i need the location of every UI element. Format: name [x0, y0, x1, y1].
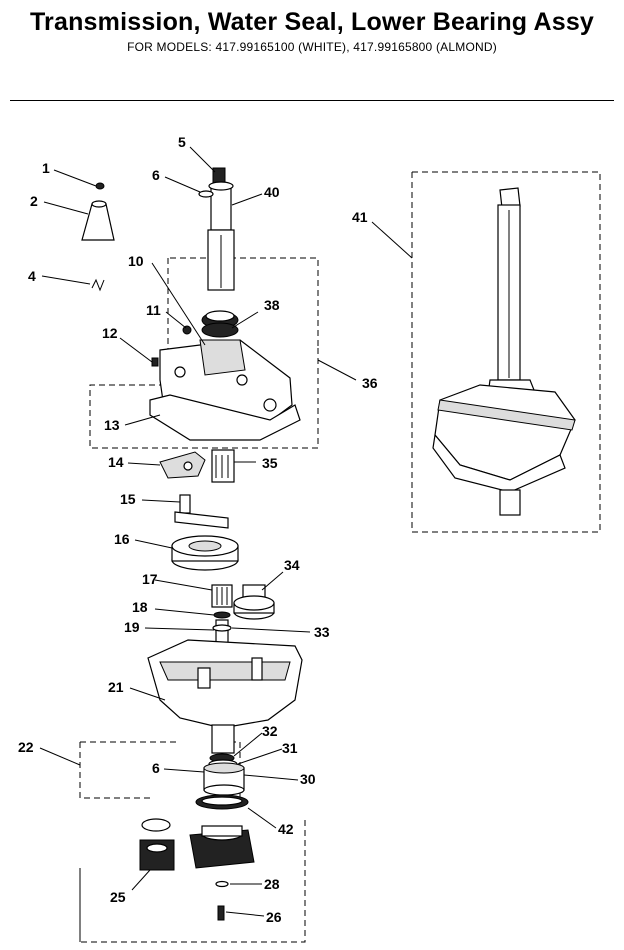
seal-part-38 — [201, 310, 239, 338]
bearing-part-25 — [139, 818, 175, 871]
label-part-38: 38 — [264, 297, 280, 313]
leader-lines — [39, 146, 413, 917]
pinion-part-35 — [211, 449, 235, 483]
label-part-22: 22 — [18, 739, 34, 755]
part-labels: 1 2 4 5 6 40 41 10 11 38 12 36 13 14 35 … — [18, 134, 378, 925]
gear-case-part-21 — [147, 639, 303, 754]
clip-part-28 — [215, 880, 229, 888]
label-part-17: 17 — [142, 571, 158, 587]
group-box-41 — [411, 171, 601, 533]
pinion-part-17 — [211, 584, 233, 608]
cap-part-2 — [81, 200, 115, 241]
gear-part-16 — [171, 535, 239, 571]
label-part-42: 42 — [278, 821, 294, 837]
label-part-26: 26 — [266, 909, 282, 925]
transmission-housing — [149, 339, 301, 441]
label-part-6-bottom: 6 — [152, 760, 160, 776]
header-divider — [10, 100, 614, 101]
spring-part-4 — [91, 278, 105, 292]
label-part-12: 12 — [102, 325, 118, 341]
washer-part-18 — [213, 611, 231, 619]
lower-bearing-block — [189, 825, 255, 869]
label-part-34: 34 — [284, 557, 300, 573]
label-part-19: 19 — [124, 619, 140, 635]
label-part-6-top: 6 — [152, 167, 160, 183]
clip-part-12 — [151, 357, 159, 367]
gear-part-34 — [233, 584, 275, 620]
page-subtitle: FOR MODELS: 417.99165100 (WHITE), 417.99… — [127, 40, 497, 54]
label-part-16: 16 — [114, 531, 130, 547]
label-part-13: 13 — [104, 417, 120, 433]
label-part-40: 40 — [264, 184, 280, 200]
bearing-housing-part-30 — [203, 762, 245, 796]
agitator-shaft — [207, 167, 235, 291]
label-part-32: 32 — [262, 723, 278, 739]
label-part-21: 21 — [108, 679, 124, 695]
label-part-36: 36 — [362, 375, 378, 391]
label-part-25: 25 — [110, 889, 126, 905]
nut-part-1 — [95, 182, 105, 190]
shift-fork-part-14 — [159, 451, 206, 479]
label-part-2: 2 — [30, 193, 38, 209]
group-box-22 — [79, 741, 306, 943]
washer-part-6-top — [198, 190, 214, 198]
label-part-14: 14 — [108, 454, 124, 470]
screw-part-26 — [217, 905, 225, 921]
label-part-18: 18 — [132, 599, 148, 615]
crank-part-15 — [174, 494, 229, 529]
page-title: Transmission, Water Seal, Lower Bearing … — [29, 8, 595, 36]
label-part-30: 30 — [300, 771, 316, 787]
label-part-41: 41 — [352, 209, 368, 225]
label-part-33: 33 — [314, 624, 330, 640]
screw-part-11 — [182, 325, 192, 335]
o-ring-part-42 — [195, 794, 249, 810]
label-part-1: 1 — [42, 160, 50, 176]
label-part-5: 5 — [178, 134, 186, 150]
label-part-28: 28 — [264, 876, 280, 892]
label-part-15: 15 — [120, 491, 136, 507]
label-part-31: 31 — [282, 740, 298, 756]
assembled-transmission-41 — [432, 187, 576, 516]
label-part-10: 10 — [128, 253, 144, 269]
label-part-4: 4 — [28, 268, 36, 284]
label-part-35: 35 — [262, 455, 278, 471]
label-part-11: 11 — [146, 302, 161, 318]
